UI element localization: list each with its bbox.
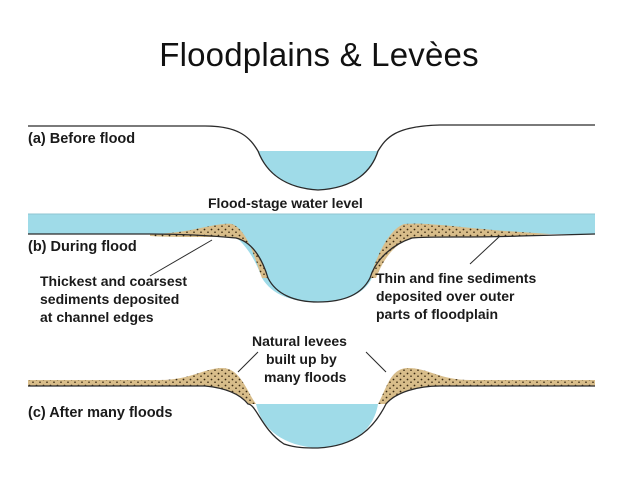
panel-b: (b) During flood [28,213,596,303]
thickest-line-1: Thickest and coarsest [40,273,187,289]
panel-a-label: (a) Before flood [28,131,135,147]
thin-annotation: Thin and fine sediments deposited over o… [376,235,536,322]
thin-line-2: deposited over outer [376,288,515,304]
thickest-line-3: at channel edges [40,309,154,325]
panel-b-ground-line [28,233,596,303]
flood-stage-label: Flood-stage water level [208,195,363,211]
slide-title: Floodplains & Levèes [159,36,479,73]
panel-c-ground-line [28,385,595,449]
panel-b-channel-water [232,234,404,302]
levees-annotation: Natural levees built up by many floods [237,333,387,385]
panel-b-label: (b) During flood [28,239,137,255]
thickest-line-2: sediments deposited [40,291,179,307]
levees-line-3: many floods [264,369,347,385]
panel-c-label: (c) After many floods [28,405,172,421]
levees-line-1: Natural levees [252,333,347,349]
panel-a-water [258,151,378,190]
thickest-annotation: Thickest and coarsest sediments deposite… [40,239,213,325]
panel-b-water [28,214,595,234]
thin-line-3: parts of floodplain [376,306,498,322]
levees-line-2: built up by [266,351,337,367]
panel-c: (c) After many floods [28,368,595,449]
panel-a-ground-line [28,124,595,191]
thin-line-1: Thin and fine sediments [376,270,536,286]
panel-c-water [256,404,378,448]
panel-a: (a) Before flood [28,124,595,191]
